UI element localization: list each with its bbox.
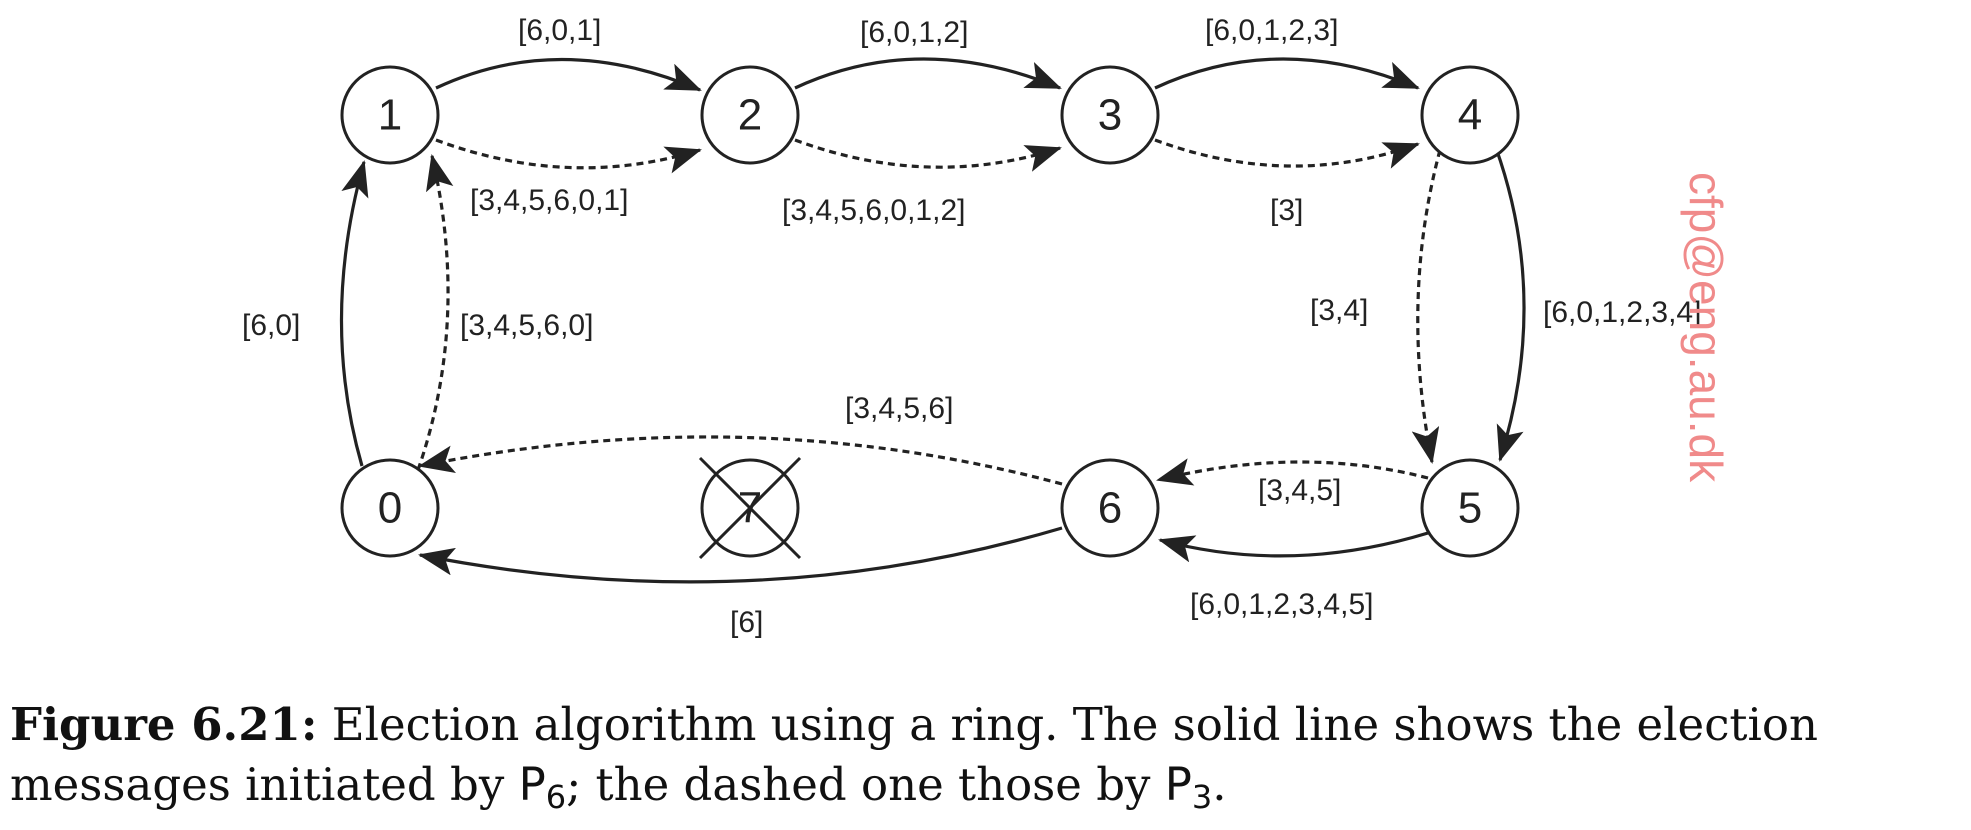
msg-dashed-4-5: [3,4] <box>1310 294 1368 327</box>
email-watermark: cfp@eng.au.dk <box>1680 172 1732 483</box>
caption-text-end: . <box>1212 758 1227 811</box>
edge-dashed-2-3 <box>794 138 1062 172</box>
svg-text:2: 2 <box>738 91 762 140</box>
edge-dashed-0-1 <box>416 154 454 471</box>
process-letter-a: P <box>518 758 546 811</box>
caption-text-part1: Election algorithm using a ring. The sol… <box>10 698 1818 811</box>
process-letter-b: P <box>1164 758 1192 811</box>
caption-text-part2: ; the dashed one those by <box>566 758 1165 811</box>
msg-dashed-1-2: [3,4,5,6,0,1] <box>470 184 628 217</box>
process-subscript-b: 3 <box>1191 778 1213 816</box>
edge-solid-6-0 <box>418 526 1063 584</box>
process-subscript-a: 6 <box>545 778 567 816</box>
msg-dashed-6-0: [3,4,5,6] <box>845 392 953 425</box>
node-7-failed: 7 <box>698 456 802 560</box>
msg-solid-5-6: [6,0,1,2,3,4,5] <box>1190 588 1373 621</box>
msg-dashed-3-4: [3] <box>1270 194 1303 227</box>
msg-dashed-5-6: [3,4,5] <box>1258 474 1341 507</box>
figure-caption: Figure 6.21: Election algorithm using a … <box>10 695 1965 815</box>
msg-solid-4-5: [6,0,1,2,3,4] <box>1543 296 1701 329</box>
election-ring-diagram: 1 2 3 4 0 7 6 5 [6,0,1] [6,0,1,2] [6,0,1… <box>242 14 1732 639</box>
edge-solid-5-6 <box>1158 531 1429 563</box>
edge-solid-1-2 <box>435 57 702 92</box>
node-3: 3 <box>1060 65 1160 165</box>
edge-dashed-1-2 <box>435 138 702 174</box>
node-5: 5 <box>1420 458 1520 558</box>
svg-text:1: 1 <box>378 91 402 140</box>
msg-solid-6-0: [6] <box>730 606 763 639</box>
msg-dashed-2-3: [3,4,5,6,0,1,2] <box>782 194 965 227</box>
failed-cross-line-b <box>698 456 802 560</box>
edge-dashed-6-0 <box>418 435 1063 486</box>
node-6: 6 <box>1060 458 1160 558</box>
svg-text:4: 4 <box>1458 91 1482 140</box>
msg-solid-1-2: [6,0,1] <box>518 14 601 47</box>
edge-dashed-4-5 <box>1411 149 1442 464</box>
figure-label: Figure 6.21: <box>10 698 318 751</box>
edge-dashed-5-6 <box>1156 458 1429 486</box>
node-0: 0 <box>340 458 440 558</box>
edge-dashed-3-4 <box>1154 138 1420 169</box>
svg-text:5: 5 <box>1458 484 1482 533</box>
node-1: 1 <box>340 65 440 165</box>
msg-solid-2-3: [6,0,1,2] <box>860 16 968 49</box>
edge-solid-4-5 <box>1494 147 1526 462</box>
svg-text:0: 0 <box>378 484 402 533</box>
edge-solid-2-3 <box>794 57 1062 90</box>
msg-solid-3-4: [6,0,1,2,3] <box>1205 14 1338 47</box>
edge-solid-0-1 <box>339 160 369 467</box>
node-2: 2 <box>700 65 800 165</box>
msg-dashed-0-1: [3,4,5,6,0] <box>460 309 593 342</box>
msg-solid-0-1: [6,0] <box>242 309 300 342</box>
edge-solid-3-4 <box>1154 57 1420 90</box>
node-4: 4 <box>1420 65 1520 165</box>
svg-text:3: 3 <box>1098 91 1122 140</box>
svg-text:6: 6 <box>1098 484 1122 533</box>
